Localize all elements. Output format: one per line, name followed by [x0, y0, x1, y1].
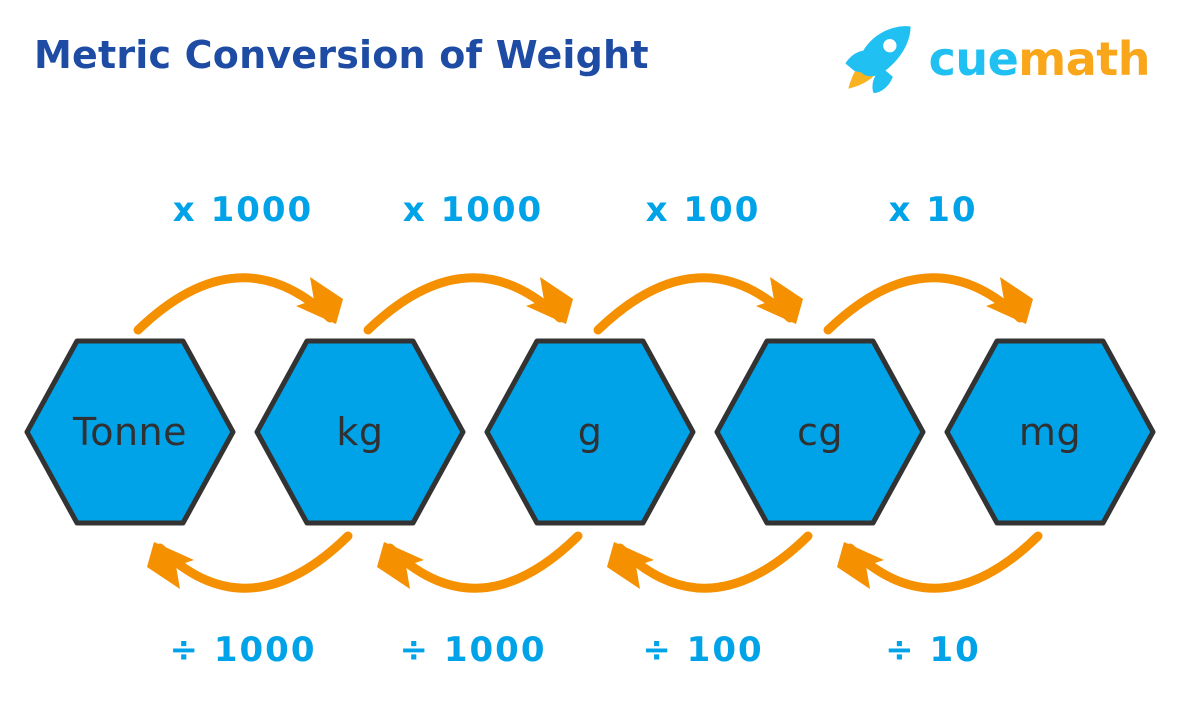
divide-arc-4	[845, 531, 1043, 593]
rocket-icon	[845, 26, 911, 94]
unit-hexagon-cg[interactable]: cg	[714, 338, 926, 526]
divide-arc-3	[615, 531, 813, 593]
unit-hexagon-kg[interactable]: kg	[254, 338, 466, 526]
multiply-arrowhead-1	[296, 277, 343, 324]
unit-hexagon-mg[interactable]: mg	[944, 338, 1156, 526]
divide-arrowhead-3	[607, 542, 654, 589]
hexagon-shape	[944, 338, 1156, 526]
divide-label-3: ÷ 100	[642, 630, 764, 670]
multiply-arrowhead-3	[756, 277, 803, 324]
unit-hexagon-g[interactable]: g	[484, 338, 696, 526]
divide-arrowhead-1	[147, 542, 194, 589]
brand-wordmark: cuemath	[929, 36, 1151, 82]
multiply-arc-3	[593, 273, 795, 335]
divide-arc-1	[155, 531, 353, 593]
divide-label-1: ÷ 1000	[169, 630, 317, 670]
multiply-arrowhead-4	[986, 277, 1033, 324]
divide-label-2: ÷ 1000	[399, 630, 547, 670]
hexagon-shape	[714, 338, 926, 526]
divide-arrowhead-2	[377, 542, 424, 589]
divide-label-4: ÷ 10	[885, 630, 981, 670]
page-title: Metric Conversion of Weight	[34, 33, 649, 77]
multiply-label-1: x 1000	[172, 190, 314, 230]
hexagon-shape	[24, 338, 236, 526]
unit-hexagon-tonne[interactable]: Tonne	[24, 338, 236, 526]
divide-arrowhead-4	[837, 542, 884, 589]
brand-name-math: math	[1018, 32, 1150, 86]
brand-logo: cuemath	[841, 22, 1150, 96]
multiply-label-2: x 1000	[402, 190, 544, 230]
multiply-arc-2	[363, 273, 565, 335]
hexagon-shape	[484, 338, 696, 526]
multiply-arc-1	[133, 273, 335, 335]
divide-arc-2	[385, 531, 583, 593]
hexagon-shape	[254, 338, 466, 526]
multiply-label-3: x 100	[645, 190, 761, 230]
multiply-arrowhead-2	[526, 277, 573, 324]
brand-name-cue: cue	[928, 32, 1019, 86]
multiply-arc-4	[823, 273, 1025, 335]
multiply-label-4: x 10	[888, 190, 978, 230]
